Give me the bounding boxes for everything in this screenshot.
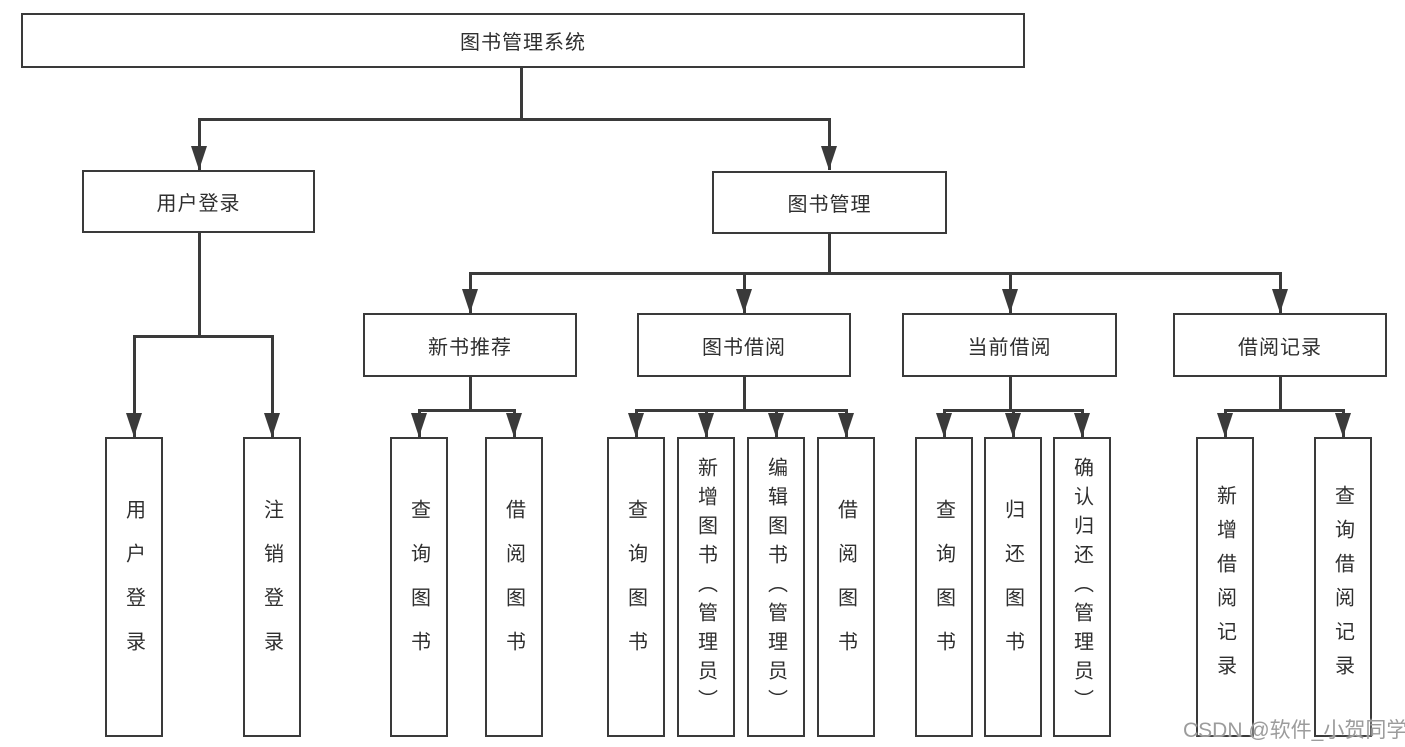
arrowhead-icon [1335, 413, 1351, 437]
node-book-management-label: 图书管理 [787, 194, 872, 216]
arrowhead-icon [506, 413, 522, 437]
node-book-borrowing-label: 图书借阅 [702, 336, 786, 359]
connector-line [828, 118, 831, 170]
connector-line [198, 118, 201, 170]
csdn-watermark: CSDN @软件_小贺同学 [1183, 719, 1405, 742]
connector-line [133, 335, 274, 338]
leaf-confirm-return-admin-label: 确认归还（管理员） [1070, 456, 1093, 718]
connector-line [469, 377, 472, 409]
leaf-user-login: 用户登录 [105, 437, 163, 737]
arrowhead-icon [736, 289, 752, 313]
connector-line [1279, 377, 1282, 409]
connector-line [469, 272, 1282, 275]
node-user-login: 用户登录 [82, 170, 315, 233]
arrowhead-icon [936, 413, 952, 437]
connector-line [198, 118, 831, 121]
node-new-book-recommend-label: 新书推荐 [428, 336, 512, 359]
connector-line [418, 409, 516, 412]
leaf-borrow-books-label: 借阅图书 [834, 499, 857, 675]
leaf-borrow-books-recommend: 借阅图书 [485, 437, 543, 737]
leaf-query-books-borrow-label: 查询图书 [624, 499, 647, 675]
arrowhead-icon [191, 146, 207, 170]
connector-line [198, 233, 201, 335]
arrowhead-icon [411, 413, 427, 437]
leaf-query-books-borrow: 查询图书 [607, 437, 665, 737]
arrowhead-icon [821, 146, 837, 170]
connector-line [743, 377, 746, 409]
arrowhead-icon [628, 413, 644, 437]
arrowhead-icon [1002, 289, 1018, 313]
leaf-confirm-return-admin: 确认归还（管理员） [1053, 437, 1111, 737]
connector-line [1224, 409, 1344, 412]
node-book-borrowing: 图书借阅 [637, 313, 851, 377]
connector-line [271, 335, 274, 437]
arrowhead-icon [126, 413, 142, 437]
arrowhead-icon [1005, 413, 1021, 437]
connector-line [520, 68, 523, 118]
leaf-query-borrow-record-label: 查询借阅记录 [1331, 485, 1354, 689]
leaf-return-books-label: 归还图书 [1001, 499, 1024, 675]
connector-line [1009, 377, 1012, 409]
arrowhead-icon [462, 289, 478, 313]
leaf-edit-books-admin: 编辑图书（管理员） [747, 437, 805, 737]
node-new-book-recommend: 新书推荐 [363, 313, 577, 377]
node-borrowing-records: 借阅记录 [1173, 313, 1387, 377]
arrowhead-icon [768, 413, 784, 437]
connector-line [133, 335, 136, 437]
leaf-borrow-books: 借阅图书 [817, 437, 875, 737]
leaf-add-borrow-record: 新增借阅记录 [1196, 437, 1254, 737]
leaf-query-books-current: 查询图书 [915, 437, 973, 737]
leaf-borrow-books-recommend-label: 借阅图书 [502, 499, 525, 675]
leaf-user-login-label: 用户登录 [122, 499, 145, 675]
leaf-add-books-admin-label: 新增图书（管理员） [694, 456, 717, 718]
node-book-management: 图书管理 [712, 171, 947, 234]
leaf-query-books-current-label: 查询图书 [932, 499, 955, 675]
leaf-query-books-recommend: 查询图书 [390, 437, 448, 737]
leaf-logout: 注销登录 [243, 437, 301, 737]
leaf-query-books-recommend-label: 查询图书 [407, 499, 430, 675]
node-current-borrowing-label: 当前借阅 [967, 336, 1052, 359]
node-user-login-label: 用户登录 [156, 193, 241, 215]
arrowhead-icon [1074, 413, 1090, 437]
leaf-add-books-admin: 新增图书（管理员） [677, 437, 735, 737]
arrowhead-icon [1272, 289, 1288, 313]
leaf-logout-label: 注销登录 [260, 499, 283, 675]
node-borrowing-records-label: 借阅记录 [1238, 336, 1322, 359]
arrowhead-icon [698, 413, 714, 437]
connector-line [635, 409, 847, 412]
arrowhead-icon [838, 413, 854, 437]
connector-line [828, 234, 831, 272]
leaf-edit-books-admin-label: 编辑图书（管理员） [764, 456, 787, 718]
arrowhead-icon [264, 413, 280, 437]
leaf-query-borrow-record: 查询借阅记录 [1314, 437, 1372, 737]
node-library-management-system: 图书管理系统 [21, 13, 1025, 68]
arrowhead-icon [1217, 413, 1233, 437]
leaf-return-books: 归还图书 [984, 437, 1042, 737]
node-library-management-system-label: 图书管理系统 [460, 32, 586, 54]
node-current-borrowing: 当前借阅 [902, 313, 1117, 377]
leaf-add-borrow-record-label: 新增借阅记录 [1213, 485, 1236, 689]
